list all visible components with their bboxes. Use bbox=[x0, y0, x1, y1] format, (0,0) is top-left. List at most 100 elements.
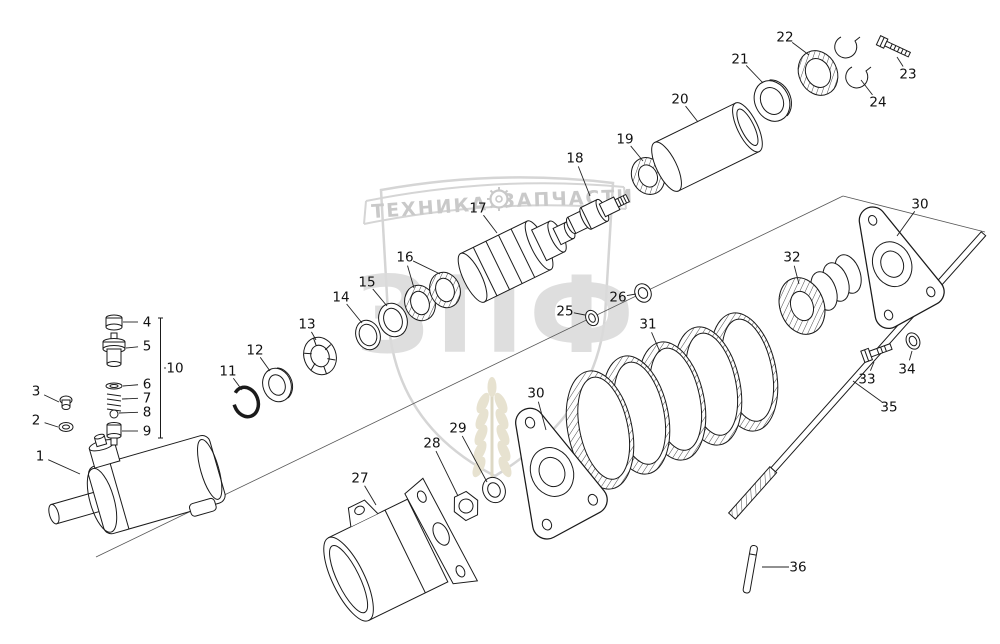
callout-12: 12 bbox=[246, 343, 263, 359]
callout-9: 9 bbox=[143, 424, 152, 440]
leader-line-33 bbox=[870, 361, 875, 371]
part-23-screw bbox=[875, 35, 912, 58]
part-21-ring bbox=[753, 79, 792, 122]
leader-line-20 bbox=[685, 105, 699, 123]
leader-line-30 bbox=[537, 401, 547, 431]
callout-11: 11 bbox=[219, 364, 236, 380]
callout-23: 23 bbox=[899, 67, 916, 83]
part-6-washer bbox=[105, 382, 123, 390]
leader-line-27 bbox=[364, 485, 377, 506]
part-12-ring bbox=[262, 367, 294, 403]
leader-line-32 bbox=[793, 265, 800, 285]
leader-line-34 bbox=[908, 350, 913, 361]
part-13-lock-washer bbox=[303, 336, 337, 376]
part-27-housing bbox=[323, 477, 479, 622]
callout-32: 32 bbox=[783, 250, 800, 266]
leader-line-16 bbox=[412, 260, 441, 275]
callout-15: 15 bbox=[358, 275, 375, 291]
callout-30: 30 bbox=[527, 386, 544, 402]
part-8-ball bbox=[109, 409, 119, 419]
leader-line-19 bbox=[630, 145, 644, 162]
callout-5: 5 bbox=[143, 339, 152, 355]
leader-line-25 bbox=[573, 312, 586, 316]
leader-line-14 bbox=[346, 303, 363, 324]
leader-line-11 bbox=[232, 377, 243, 391]
callout-34: 34 bbox=[898, 362, 915, 378]
part-2-washer bbox=[58, 422, 74, 432]
leader-line-35 bbox=[852, 380, 882, 403]
part-26-nut bbox=[634, 283, 652, 303]
part-34-washer bbox=[905, 332, 921, 350]
callout-6: 6 bbox=[143, 377, 152, 393]
callout-30: 30 bbox=[911, 197, 928, 213]
callout-13: 13 bbox=[298, 317, 315, 333]
callout-28: 28 bbox=[423, 436, 440, 452]
leader-line-13 bbox=[311, 331, 317, 341]
wheat-emblem bbox=[472, 377, 512, 480]
part-15-ring bbox=[378, 302, 408, 338]
part-14-ring bbox=[355, 319, 381, 351]
part-36-pin bbox=[742, 544, 758, 594]
callout-7: 7 bbox=[143, 391, 152, 407]
part-5-valve bbox=[102, 332, 126, 367]
part-25-washer bbox=[585, 309, 599, 327]
leader-line-3 bbox=[43, 394, 60, 403]
callout-29: 29 bbox=[449, 421, 466, 437]
part-30-flange-mid bbox=[515, 407, 608, 540]
callout-22: 22 bbox=[776, 30, 793, 46]
callout-24: 24 bbox=[869, 95, 886, 111]
leader-line-26 bbox=[626, 293, 637, 296]
callout-27: 27 bbox=[351, 471, 368, 487]
callout-8: 8 bbox=[143, 405, 152, 421]
part-33-bolt bbox=[860, 343, 893, 364]
callout-31: 31 bbox=[639, 317, 656, 333]
callout-25: 25 bbox=[556, 304, 573, 320]
part-7-spring bbox=[106, 393, 122, 412]
leader-line-1 bbox=[48, 459, 81, 475]
leader-line-30 bbox=[896, 211, 916, 237]
leader-line-22 bbox=[791, 42, 810, 56]
callout-20: 20 bbox=[671, 92, 688, 108]
callout-3: 3 bbox=[32, 384, 41, 400]
leader-line-5 bbox=[125, 346, 139, 349]
part-3-plug bbox=[59, 395, 73, 410]
part-30-flange-top bbox=[858, 206, 945, 330]
part-31-spring bbox=[565, 312, 779, 490]
callout-36: 36 bbox=[789, 560, 806, 576]
leader-line-18 bbox=[577, 166, 591, 197]
leader-line-7 bbox=[121, 397, 139, 400]
callout-35: 35 bbox=[880, 400, 897, 416]
group-bracket-10 bbox=[158, 317, 163, 439]
leader-line-31 bbox=[651, 332, 661, 353]
callout-21: 21 bbox=[731, 52, 748, 68]
callout-16: 16 bbox=[396, 250, 413, 266]
callout-17: 17 bbox=[469, 201, 486, 217]
leader-line-28 bbox=[435, 450, 459, 497]
leader-line-12 bbox=[259, 357, 271, 372]
part-16-seal-ring-b bbox=[429, 271, 461, 309]
callout-1: 1 bbox=[36, 449, 45, 465]
part-22-ring bbox=[797, 50, 839, 96]
leader-line-6 bbox=[122, 384, 139, 387]
part-32-buffer bbox=[778, 254, 862, 335]
leader-line-8 bbox=[118, 411, 139, 414]
leader-line-23 bbox=[896, 56, 904, 67]
callout-10: 10 bbox=[166, 361, 183, 377]
part-18-shaft bbox=[565, 193, 630, 235]
leader-line-29 bbox=[461, 435, 488, 483]
callout-14: 14 bbox=[332, 290, 349, 306]
part-4-cap bbox=[105, 314, 123, 331]
gear-icon bbox=[487, 187, 511, 211]
callout-26: 26 bbox=[609, 290, 626, 306]
part-9-fitting bbox=[106, 422, 122, 446]
callout-18: 18 bbox=[566, 151, 583, 167]
leader-line-2 bbox=[44, 422, 59, 428]
leader-line-17 bbox=[483, 214, 498, 234]
part-1-cylinder bbox=[48, 433, 226, 535]
part-24-clamps bbox=[834, 36, 872, 89]
leader-line-15 bbox=[372, 288, 388, 307]
part-17-coupling bbox=[457, 220, 576, 303]
